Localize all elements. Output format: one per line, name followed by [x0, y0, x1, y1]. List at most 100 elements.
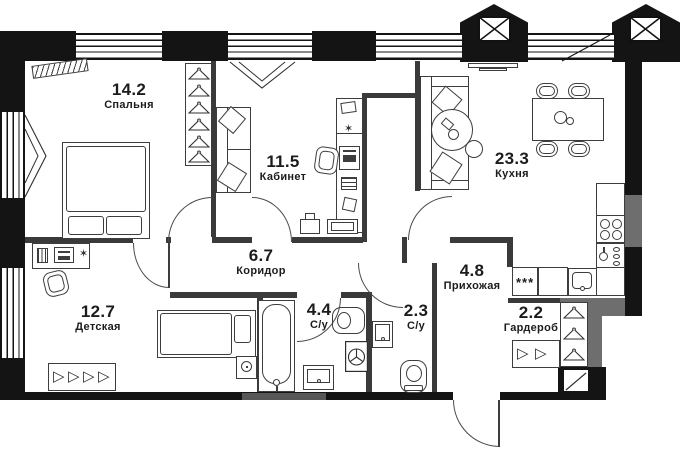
- hanger-icon: [563, 306, 585, 319]
- wall-segment: [0, 358, 25, 400]
- computer-icon: [54, 247, 74, 263]
- sofa-back-line: [227, 107, 228, 193]
- dish-icon: [613, 254, 620, 259]
- keyboard-tray-inner: [331, 222, 354, 231]
- wall-segment: [362, 98, 367, 242]
- room-name: Кухня: [495, 168, 529, 180]
- shoe-icon: ▷: [68, 368, 80, 385]
- printer-top: [305, 213, 315, 220]
- toilet-tank: [404, 385, 423, 391]
- room-name: Спальня: [104, 99, 154, 111]
- room-label-bath-big: 4.4 С/у: [307, 300, 332, 332]
- wardrobe-closet: [185, 63, 212, 166]
- wall-segment-gray: [242, 393, 326, 400]
- room-area: 14.2: [111, 80, 147, 99]
- dish-icon: [613, 261, 620, 266]
- faucet-stem: [603, 247, 605, 253]
- window: [228, 33, 312, 60]
- computer-line: [58, 251, 70, 253]
- computer-line: [58, 256, 70, 260]
- shoe-icon: ▷: [98, 368, 110, 385]
- computer-line: [343, 150, 356, 152]
- wall-segment: [415, 61, 420, 191]
- door-arc-entrance: [453, 400, 500, 447]
- paper-stack-icon: [341, 177, 357, 190]
- computer-line: [343, 155, 356, 162]
- room-name: Детская: [75, 321, 121, 333]
- shaft-x-icon: [629, 16, 662, 42]
- room-name: Прихожая: [443, 280, 501, 292]
- door-arc-bedroom: [168, 197, 212, 242]
- bed-blanket: [160, 313, 232, 355]
- cabinet-label: ***: [516, 275, 535, 290]
- wall-segment: [0, 198, 25, 268]
- door-arc-hallway: [408, 196, 452, 240]
- room-area: 4.4: [306, 300, 332, 319]
- shoe-icon: ▷: [53, 368, 65, 385]
- hanger-icon: [188, 84, 210, 97]
- room-label-office: 11.5 Кабинет: [260, 152, 307, 184]
- wardrobe-closet: [560, 302, 588, 367]
- toilet-bowl: [406, 365, 422, 382]
- room-area: 4.8: [459, 261, 485, 280]
- wardrobe-closet: [48, 363, 116, 391]
- bathtub-drain: [273, 379, 280, 386]
- wall-segment: [432, 263, 437, 392]
- shoe-rack: [512, 340, 560, 368]
- burner-icon: [612, 230, 622, 240]
- room-area: 2.2: [518, 303, 544, 322]
- wall-segment: [170, 292, 297, 298]
- sink-faucet-dot: [580, 286, 585, 291]
- books-icon: [37, 248, 48, 263]
- room-label-hallway: 4.8 Прихожая: [444, 261, 501, 293]
- window-casement-mark: [229, 61, 296, 89]
- tv-stand: [479, 68, 507, 71]
- shoe-icon: ▷: [535, 345, 547, 362]
- tv-icon: [468, 63, 518, 68]
- wall-segment: [211, 61, 216, 237]
- room-area: 12.7: [80, 302, 116, 321]
- window: [0, 112, 25, 198]
- wall-segment-gray: [586, 316, 602, 367]
- radiator-icon: [31, 58, 89, 79]
- wall-niche: [564, 370, 588, 391]
- wall-segment: [625, 247, 642, 316]
- shaft-x-icon: [478, 16, 511, 42]
- table-decor-cup: [448, 129, 459, 140]
- room-label-kitchen: 23.3 Кухня: [495, 149, 529, 181]
- wall-segment: [25, 392, 453, 400]
- wall-segment: [0, 31, 25, 112]
- sink-faucet-dot: [317, 379, 321, 383]
- hanger-icon: [188, 101, 210, 114]
- shoe-cabinet: [512, 267, 538, 296]
- bathtub-faucet: [276, 386, 278, 392]
- pillow: [106, 216, 142, 235]
- printer-icon: [300, 219, 320, 234]
- dish-icon: [613, 247, 620, 252]
- wall-segment: [362, 93, 420, 98]
- lamp-dot: [246, 366, 248, 368]
- window: [376, 33, 462, 60]
- room-label-corridor: 6.7 Коридор: [236, 246, 285, 278]
- burner-icon: [600, 230, 610, 240]
- room-area: 11.5: [266, 152, 300, 171]
- niche-diagonal: [565, 372, 587, 391]
- pillow: [234, 315, 251, 343]
- room-area: 6.7: [248, 246, 274, 265]
- stool-round: [465, 140, 483, 158]
- dining-chair-seat: [571, 86, 587, 96]
- wall-segment: [162, 31, 228, 61]
- dining-chair-seat: [539, 86, 555, 96]
- room-area: 2.3: [403, 301, 429, 320]
- shoe-icon: ▷: [517, 345, 529, 362]
- door-arc-kids: [133, 243, 169, 288]
- hanger-icon: [563, 327, 585, 340]
- bed-blanket: [66, 146, 146, 212]
- window: [0, 268, 25, 358]
- hanger-icon: [188, 135, 210, 148]
- wall-segment-gray: [625, 195, 642, 247]
- hanger-icon: [563, 348, 585, 361]
- burner-icon: [612, 219, 622, 229]
- room-name: Кабинет: [259, 171, 307, 183]
